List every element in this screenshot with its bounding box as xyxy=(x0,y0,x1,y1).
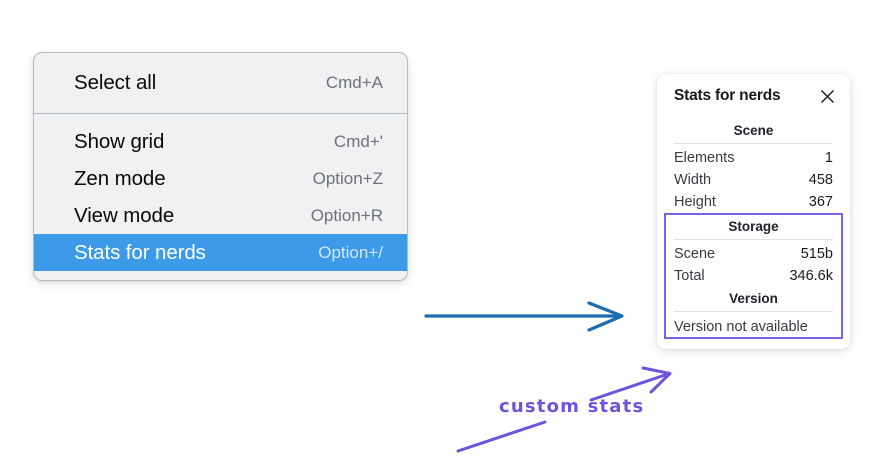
blue-arrow xyxy=(424,301,624,332)
section-heading-scene: Scene xyxy=(733,123,774,138)
section-rule xyxy=(674,143,833,144)
menu-item-select-all[interactable]: Select all Cmd+A xyxy=(34,64,407,101)
stat-row-elements: Elements 1 xyxy=(674,147,833,169)
section-rule xyxy=(674,311,833,312)
custom-stats-highlight-box: Storage Scene 515b Total 346.6k Version … xyxy=(664,213,843,339)
stats-panel-header: Stats for nerds xyxy=(657,87,850,105)
section-heading-storage: Storage xyxy=(728,219,779,234)
menu-item-label: Stats for nerds xyxy=(74,240,206,264)
section-heading-version: Version xyxy=(729,291,778,306)
stat-label: Elements xyxy=(674,150,735,166)
menu-item-show-grid[interactable]: Show grid Cmd+' xyxy=(34,123,407,160)
menu-section-primary: Select all Cmd+A xyxy=(34,53,407,113)
menu-item-label: Zen mode xyxy=(74,166,166,190)
annotation-label-custom-stats: custom stats xyxy=(499,396,645,417)
menu-item-label: View mode xyxy=(74,203,175,227)
stat-label: Width xyxy=(674,172,712,188)
menu-item-shortcut: Cmd+' xyxy=(333,131,383,151)
menu-section-view: Show grid Cmd+' Zen mode Option+Z View m… xyxy=(34,114,407,280)
menu-item-stats-for-nerds[interactable]: Stats for nerds Option+/ xyxy=(34,234,407,271)
menu-item-label: Show grid xyxy=(74,129,165,153)
menu-divider xyxy=(34,113,407,114)
stat-row-height: Height 367 xyxy=(674,191,833,213)
menu-item-shortcut: Cmd+A xyxy=(325,72,383,92)
close-icon[interactable] xyxy=(820,89,835,104)
menu-item-shortcut: Option+/ xyxy=(318,242,383,262)
menu-item-label: Select all xyxy=(74,70,157,94)
stat-value: 515b xyxy=(800,246,833,262)
stat-label: Total xyxy=(674,268,705,284)
stat-label: Scene xyxy=(674,246,716,262)
version-status-text: Version not available xyxy=(674,319,808,335)
context-menu[interactable]: Select all Cmd+A Show grid Cmd+' Zen mod… xyxy=(33,52,408,281)
stat-value: 346.6k xyxy=(789,268,833,284)
stats-panel-body: Scene Elements 1 Width 458 Height 367 St… xyxy=(657,119,850,339)
stat-value: 367 xyxy=(808,194,833,210)
stat-label: Height xyxy=(674,194,716,210)
stats-panel-title: Stats for nerds xyxy=(674,87,781,104)
menu-item-zen-mode[interactable]: Zen mode Option+Z xyxy=(34,160,407,197)
menu-item-shortcut: Option+R xyxy=(310,205,383,225)
stat-value: 1 xyxy=(824,150,833,166)
stat-row-width: Width 458 xyxy=(674,169,833,191)
section-rule xyxy=(674,239,833,240)
stat-row-storage-scene: Scene 515b xyxy=(674,243,833,265)
menu-item-view-mode[interactable]: View mode Option+R xyxy=(34,197,407,234)
stat-value: 458 xyxy=(808,172,833,188)
stats-for-nerds-panel: Stats for nerds Scene Elements 1 Width 4… xyxy=(657,74,850,349)
stat-row-storage-total: Total 346.6k xyxy=(674,265,833,287)
menu-item-shortcut: Option+Z xyxy=(312,168,383,188)
purple-underline-stroke xyxy=(456,420,547,453)
